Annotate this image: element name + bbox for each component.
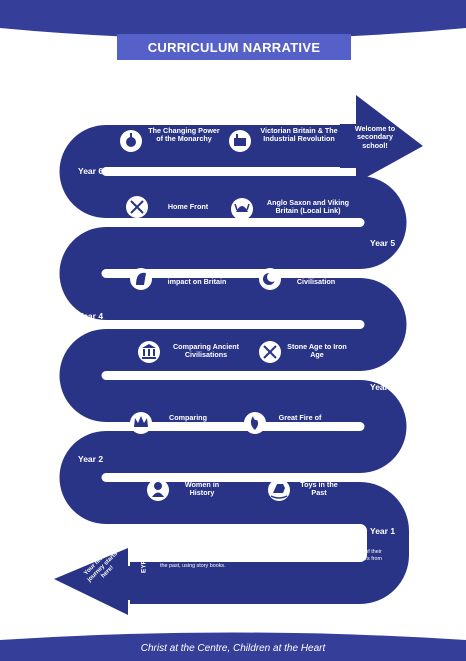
year-3-label: Year 3 (370, 382, 396, 392)
year-4-label: Year 4 (78, 311, 104, 321)
year-6-label: Year 6 (78, 166, 104, 176)
end-arrow-text: Welcome to secondary school! (354, 124, 396, 150)
header-band (0, 0, 466, 39)
topic-ancient: Comparing Ancient Civilisations (172, 342, 240, 360)
footer-band (0, 632, 466, 661)
eyfs-heading: Past and Present: (160, 549, 206, 555)
topic-stone-age: Stone Age to Iron Age (287, 342, 347, 360)
eyfs-description: Past and Present: Pupils talk about and … (160, 549, 382, 570)
eyfs-body: Pupils talk about and describe familiar … (160, 549, 382, 570)
topic-monarchs: Comparing Monarchs (169, 413, 207, 431)
eyfs-label: EYFS (140, 556, 148, 574)
topic-fire: Great Fire of London (278, 413, 322, 431)
topic-women: Women in History (184, 480, 220, 498)
topic-toys: Toys in the Past (300, 480, 338, 498)
topic-islamic: Early Islamic Civilisation (294, 269, 338, 287)
topic-anglo-saxon: Anglo Saxon and Viking Britain (Local Li… (266, 198, 350, 216)
year-1-label: Year 1 (370, 526, 396, 536)
topic-home-front: Home Front (167, 202, 209, 211)
year-2-label: Year 2 (78, 454, 104, 464)
footer-motto: Christ at the Centre, Children at the He… (140, 643, 326, 654)
end-arrow (340, 95, 423, 183)
topic-roman: Roman Empire and its impact on Britain (159, 269, 235, 287)
page-title: CURRICULUM NARRATIVE (117, 34, 351, 60)
start-arrow (54, 548, 140, 615)
journey-road (59, 125, 409, 604)
topic-victorian: Victorian Britain & The Industrial Revol… (260, 126, 338, 144)
topic-monarchy: The Changing Power of the Monarchy (148, 126, 220, 144)
year-5-label: Year 5 (370, 238, 396, 248)
